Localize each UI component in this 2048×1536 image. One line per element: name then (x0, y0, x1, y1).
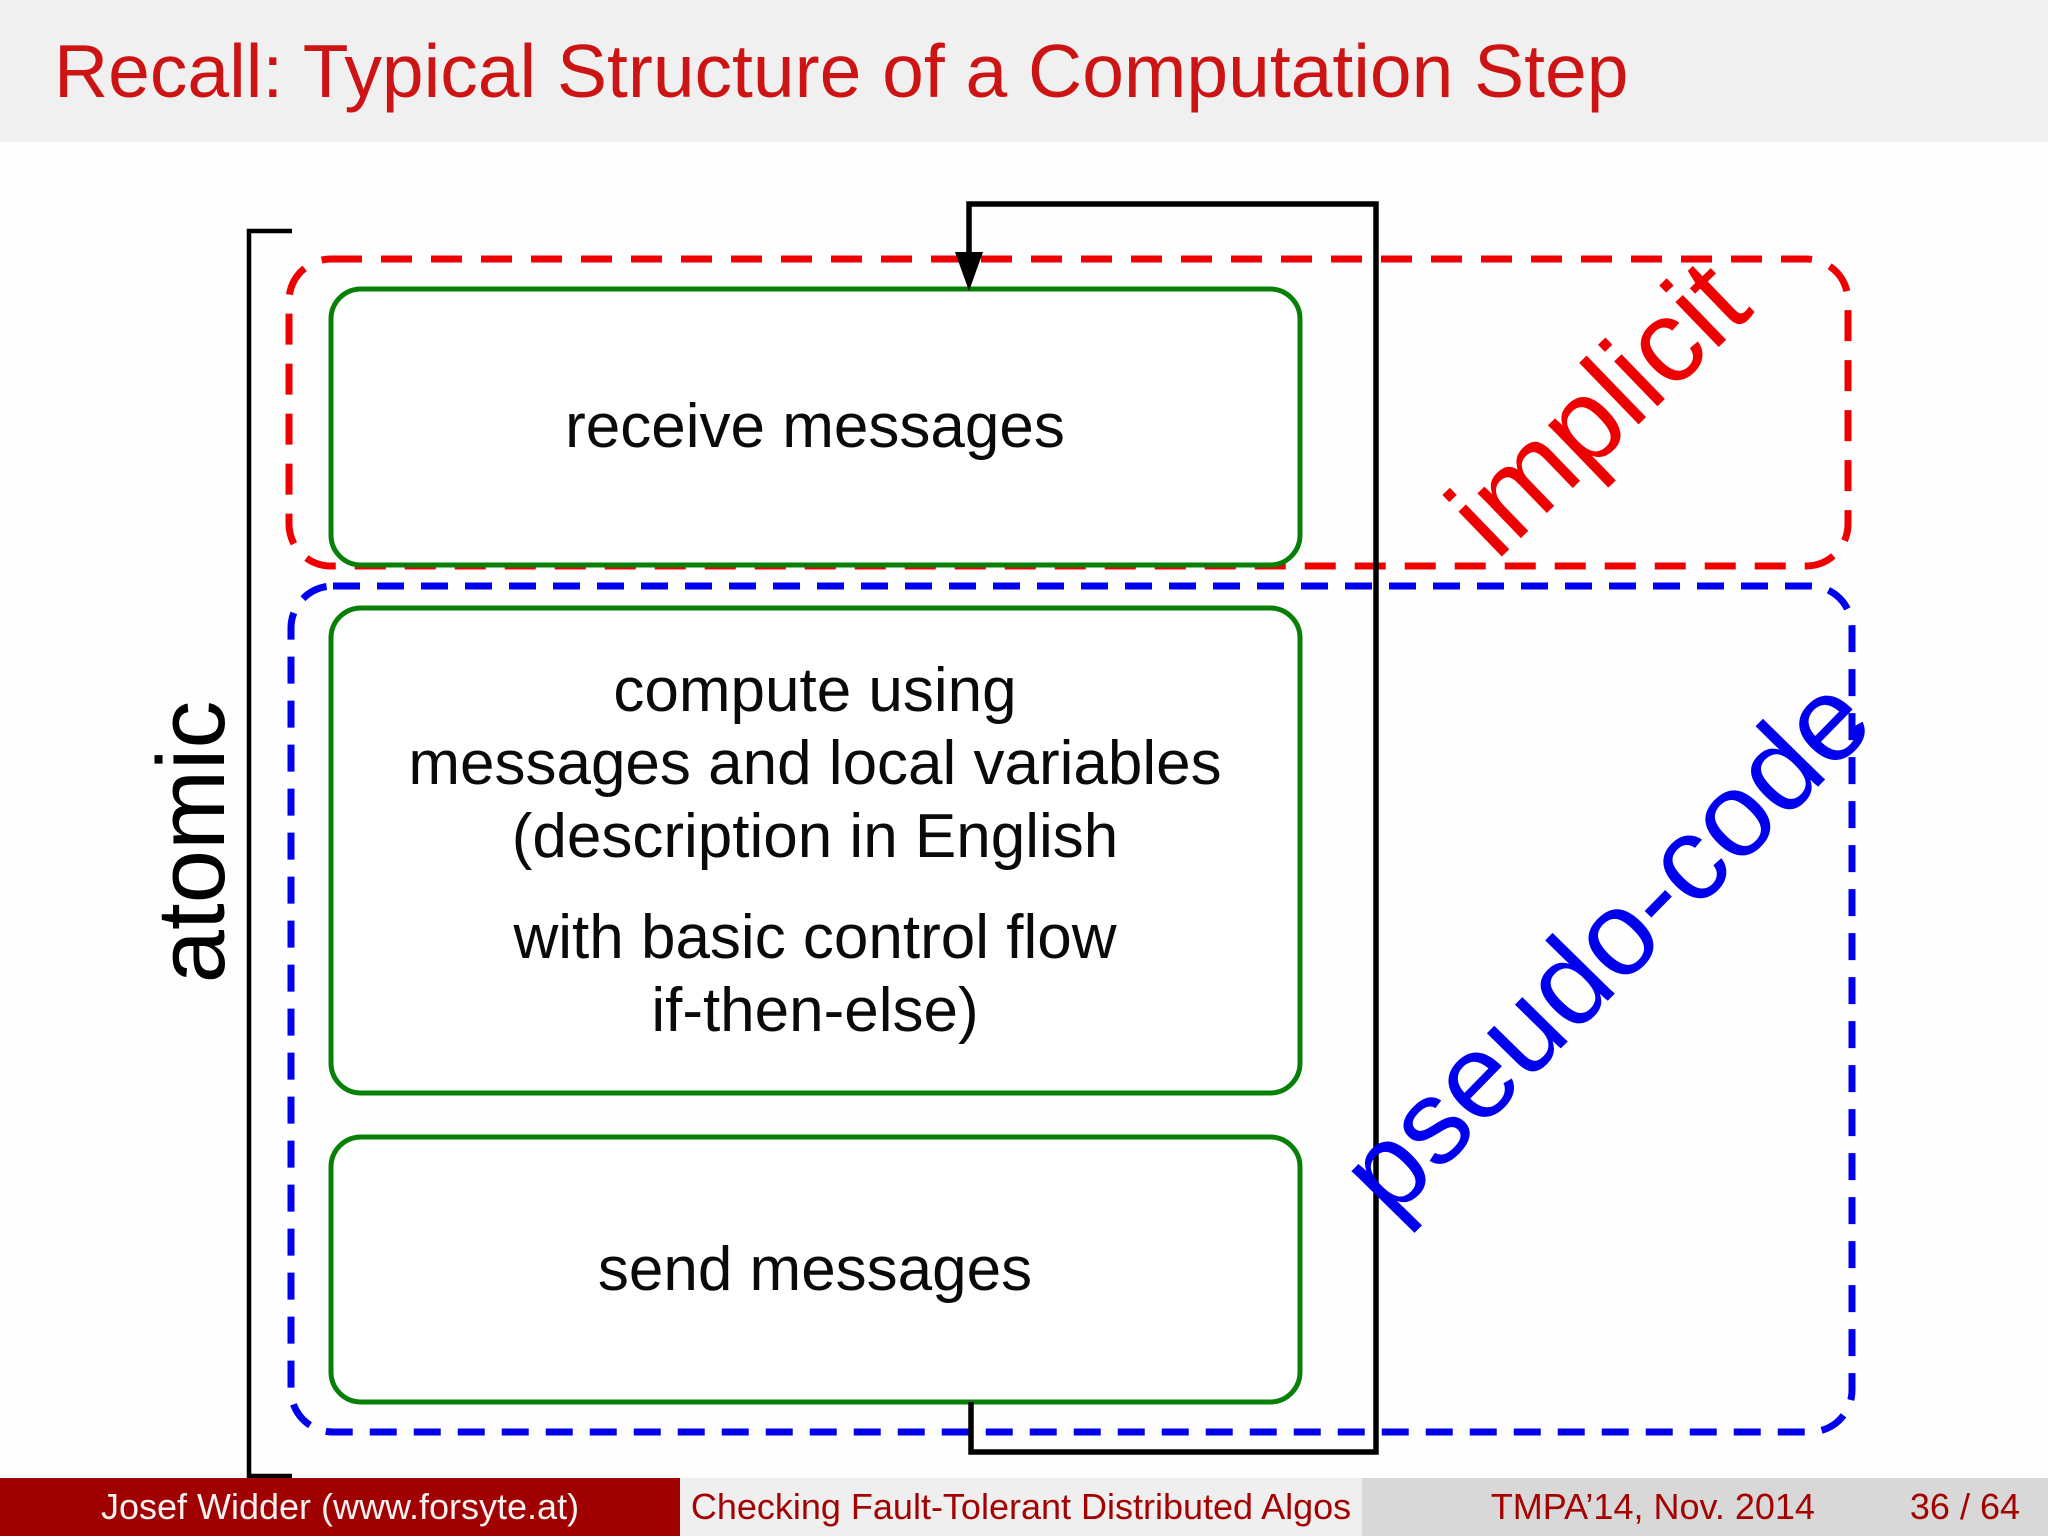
compute-line-1: compute using (613, 655, 1017, 725)
compute-box-outline (328, 605, 1303, 1096)
footer-slide-number: 36 / 64 (1909, 1486, 2020, 1527)
send-box-outline (328, 1134, 1303, 1405)
loop-arrowhead (955, 252, 983, 291)
compute-line-2: messages and local variables (408, 728, 1222, 798)
footer-bar: Josef Widder (www.forsyte.at) Checking F… (0, 1478, 2048, 1536)
title-bar: Recall: Typical Structure of a Computati… (0, 0, 2048, 142)
atomic-bracket (246, 228, 292, 1479)
send-messages-box: send messages (330, 1137, 1300, 1402)
loop-arrow-line (966, 201, 1379, 1455)
receive-box-outline (328, 286, 1303, 568)
slide-title: Recall: Typical Structure of a Computati… (54, 29, 1629, 113)
compute-box: compute using messages and local variabl… (330, 607, 1300, 1093)
footer-talk-title-panel: Checking Fault-Tolerant Distributed Algo… (680, 1478, 1362, 1536)
footer-venue-date: TMPA’14, Nov. 2014 (1490, 1486, 1815, 1527)
footer-author-panel: Josef Widder (www.forsyte.at) (0, 1478, 680, 1536)
footer-talk-title: Checking Fault-Tolerant Distributed Algo… (690, 1486, 1352, 1527)
receive-messages-label: receive messages (565, 392, 1065, 461)
footer-author: Josef Widder (www.forsyte.at) (100, 1486, 580, 1527)
atomic-label: atomic (138, 700, 245, 984)
footer-meta-panel: TMPA’14, Nov. 2014 36 / 64 (1362, 1478, 2048, 1536)
compute-line-3: (description in English (511, 801, 1119, 871)
receive-messages-box: receive messages (330, 288, 1300, 565)
pseudocode-region-border (287, 582, 1856, 1436)
send-messages-label: send messages (597, 1235, 1033, 1304)
compute-line-4: with basic control flow (513, 902, 1117, 972)
compute-line-5: if-then-else) (651, 975, 979, 1045)
